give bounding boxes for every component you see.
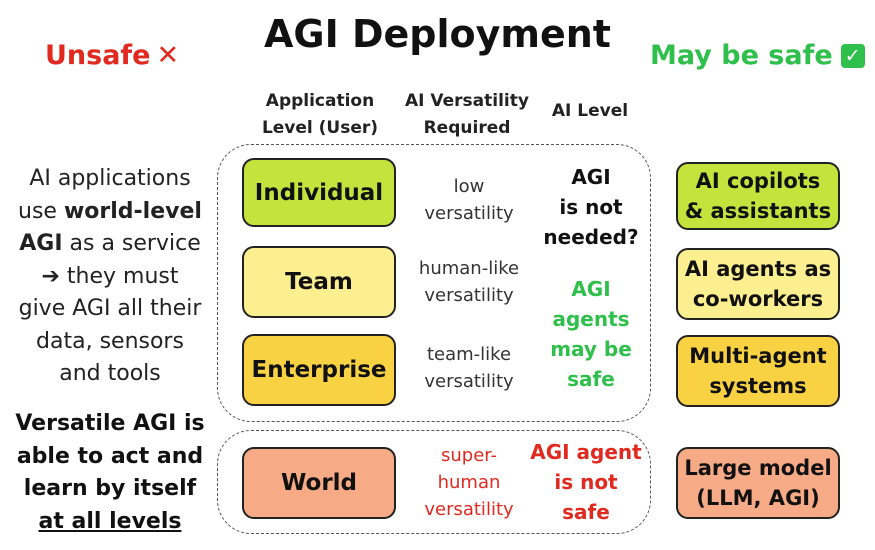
text-line: needed? — [543, 225, 639, 249]
column-header-ai-level: AI Level — [551, 101, 629, 121]
versatility-individual: low versatility — [405, 173, 533, 227]
text-line: co-workers — [692, 287, 824, 311]
left-conclusion: Versatile AGI is able to act and learn b… — [10, 408, 210, 538]
text-line: AI applications — [29, 166, 191, 191]
solution-box-ai-copilots: AI copilots & assistants — [676, 162, 840, 230]
versatility-team: human-like versatility — [405, 255, 533, 309]
cross-mark-icon: ✕ — [156, 40, 180, 71]
text-line: at all levels — [38, 508, 182, 534]
text-line: Versatile AGI is — [15, 411, 205, 436]
text-span: use — [18, 198, 64, 224]
text-line: versatility — [424, 285, 514, 306]
text-line: AGI — [571, 277, 611, 301]
text-line: AGI — [571, 165, 611, 189]
column-header-line: Application — [265, 91, 375, 111]
text-line: versatility — [424, 203, 514, 224]
versatility-enterprise: team-like versatility — [405, 341, 533, 395]
text-line: low — [453, 176, 485, 197]
ai-level-not-safe: AGI agent is not safe — [520, 437, 652, 527]
text-line: is not — [554, 470, 618, 494]
versatility-world: super- human versatility — [405, 442, 533, 523]
text-line: agents — [552, 307, 630, 331]
bold-text: AGI — [19, 231, 63, 256]
text-line: super- — [440, 445, 498, 466]
text-line: ➔ they must — [41, 263, 179, 289]
ai-level-may-be-safe: AGI agents may be safe — [535, 274, 647, 394]
text-line: is not — [559, 195, 623, 219]
text-line: use world-level — [10, 196, 210, 229]
text-line: systems — [709, 374, 807, 398]
solution-box-multi-agent: Multi-agent systems — [676, 335, 840, 407]
text-line: AGI agent — [530, 440, 642, 464]
text-line: team-like — [426, 344, 512, 365]
column-header-ai-versatility: AI Versatility Required — [398, 88, 536, 142]
column-header-application-level: Application Level (User) — [250, 88, 390, 142]
text-line: & assistants — [684, 199, 832, 223]
text-line: versatility — [424, 371, 514, 392]
page-title: AGI Deployment — [264, 12, 611, 56]
text-line: AGI as a service — [10, 228, 210, 261]
solution-box-large-model: Large model (LLM, AGI) — [676, 447, 840, 519]
text-line: and tools — [59, 361, 161, 386]
text-line: learn by itself — [23, 476, 197, 501]
text-line: Large model — [684, 456, 832, 480]
text-line: safe — [567, 367, 615, 391]
text-span: as a service — [62, 231, 201, 256]
safe-levels-group — [217, 144, 651, 422]
text-line: AI agents as — [684, 257, 832, 281]
text-line: able to act and — [16, 443, 204, 469]
world-level-group — [217, 430, 651, 534]
column-header-line: Required — [423, 118, 511, 138]
text-line: data, sensors — [36, 328, 184, 354]
left-description: AI applications use world-level AGI as a… — [10, 163, 210, 391]
unsafe-label-text: Unsafe — [45, 40, 151, 71]
may-be-safe-label: May be safe ✓ — [650, 40, 865, 71]
bold-text: world-level — [63, 198, 202, 224]
column-header-line: Level (User) — [261, 118, 379, 138]
ai-level-not-needed: AGI is not needed? — [535, 162, 647, 252]
text-line: safe — [562, 500, 610, 524]
text-line: human-like — [418, 258, 520, 279]
unsafe-label: Unsafe✕ — [45, 40, 179, 71]
level-box-enterprise: Enterprise — [242, 334, 396, 406]
check-mark-icon: ✓ — [840, 44, 865, 68]
solution-box-ai-agents: AI agents as co-workers — [676, 248, 840, 320]
level-box-individual: Individual — [242, 158, 396, 227]
may-be-safe-label-text: May be safe — [650, 40, 833, 71]
text-line: Multi-agent — [689, 344, 827, 368]
text-line: give AGI all their — [18, 296, 202, 321]
column-header-line: AI Versatility — [405, 91, 529, 111]
text-line: AI copilots — [695, 169, 821, 193]
text-line: (LLM, AGI) — [696, 486, 820, 510]
level-box-world: World — [242, 447, 396, 519]
text-line: versatility — [424, 499, 514, 520]
text-line: human — [437, 472, 501, 493]
level-box-team: Team — [242, 246, 396, 318]
text-line: may be — [550, 337, 632, 361]
